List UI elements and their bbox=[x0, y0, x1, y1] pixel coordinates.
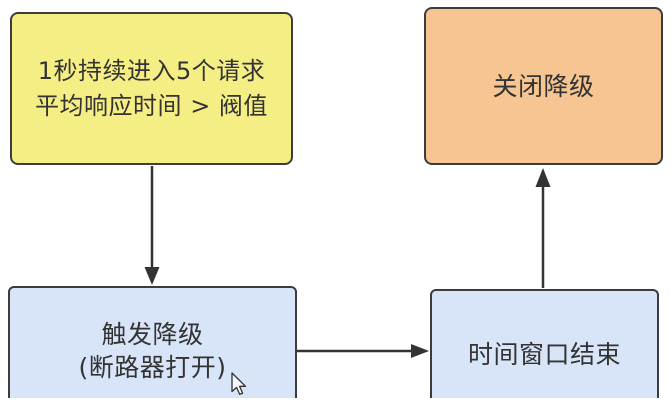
arrow-timewindow-to-close bbox=[535, 168, 551, 288]
node-close-downgrade-label: 关闭降级 bbox=[492, 71, 595, 101]
node-trigger-downgrade-line1: 触发降级 bbox=[101, 320, 204, 349]
node-condition-line2: 平均响应时间 > 阀值 bbox=[35, 91, 268, 120]
node-trigger-downgrade: 触发降级 (断路器打开) bbox=[8, 286, 297, 406]
node-time-window-end-label: 时间窗口结束 bbox=[467, 339, 621, 369]
node-time-window-end: 时间窗口结束 bbox=[430, 289, 659, 406]
node-condition-line1: 1秒持续进入5个请求 bbox=[37, 56, 266, 85]
arrow-condition-to-trigger bbox=[144, 166, 160, 285]
node-condition: 1秒持续进入5个请求 平均响应时间 > 阀值 bbox=[10, 12, 293, 165]
arrow-cursor-icon bbox=[231, 372, 247, 396]
screenshot-bottom-clip bbox=[0, 398, 671, 406]
arrow-trigger-to-timewindow bbox=[297, 344, 429, 358]
node-trigger-downgrade-line2: (断路器打开) bbox=[78, 353, 227, 382]
node-close-downgrade: 关闭降级 bbox=[424, 7, 663, 165]
